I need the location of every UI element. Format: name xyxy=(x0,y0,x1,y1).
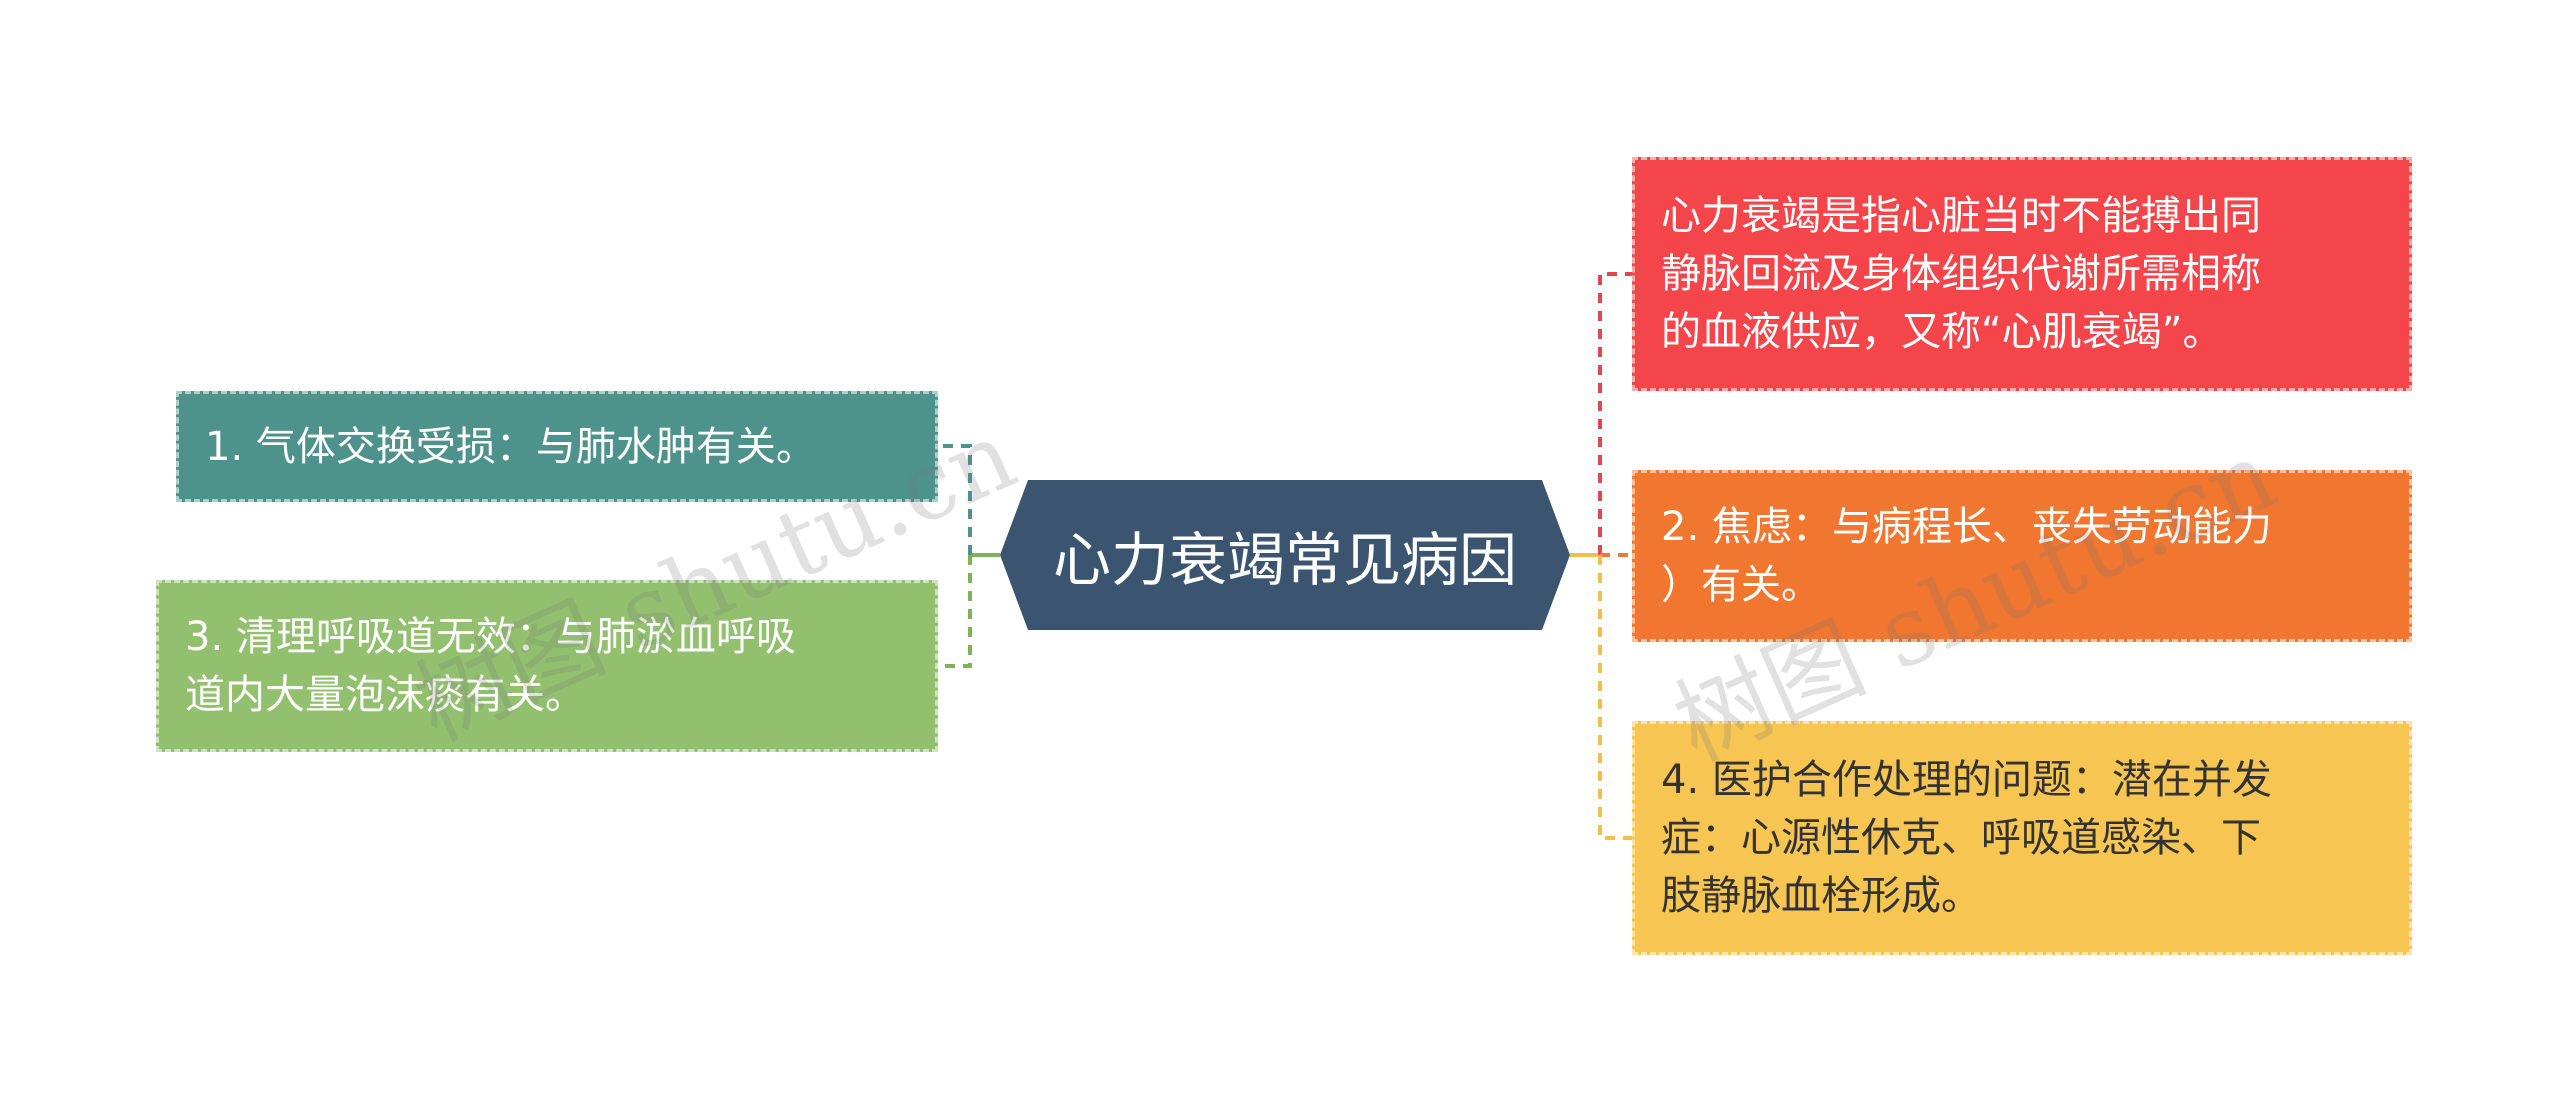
center-node-shape xyxy=(1000,480,1570,630)
topic-node-text: 心力衰竭是指心脏当时不能搏出同 静脉回流及身体组织代谢所需相称 的血液供应，又称… xyxy=(1661,193,2261,355)
center-node-label: 心力衰竭常见病因 xyxy=(1052,526,1517,594)
connector-left-n3 xyxy=(938,555,972,668)
topic-node-text: 1. 气体交换受损：与肺水肿有关。 xyxy=(205,423,816,470)
topic-node-collaborative-problems[interactable]: 4. 医护合作处理的问题：潜在并发 症：心源性休克、呼吸道感染、下 肢静脉血栓形… xyxy=(1632,721,2412,955)
connector-right-r4 xyxy=(1598,555,1632,840)
topic-node-airway-clearance[interactable]: 3. 清理呼吸道无效：与肺淤血呼吸 道内大量泡沫痰有关。 xyxy=(156,580,938,752)
center-node[interactable]: 心力衰竭常见病因 xyxy=(1000,480,1570,630)
topic-node-definition[interactable]: 心力衰竭是指心脏当时不能搏出同 静脉回流及身体组织代谢所需相称 的血液供应，又称… xyxy=(1632,157,2412,391)
topic-node-text: 3. 清理呼吸道无效：与肺淤血呼吸 道内大量泡沫痰有关。 xyxy=(185,614,796,718)
topic-node-text: 2. 焦虑：与病程长、丧失劳动能力 ）有关。 xyxy=(1661,504,2272,608)
connector-right-r1 xyxy=(1598,272,1632,555)
topic-node-gas-exchange[interactable]: 1. 气体交换受损：与肺水肿有关。 xyxy=(176,391,938,502)
center-hexagon xyxy=(1000,480,1570,630)
connector-left-n1 xyxy=(938,444,972,555)
topic-node-anxiety[interactable]: 2. 焦虑：与病程长、丧失劳动能力 ）有关。 xyxy=(1632,470,2412,642)
topic-node-text: 4. 医护合作处理的问题：潜在并发 症：心源性休克、呼吸道感染、下 肢静脉血栓形… xyxy=(1661,757,2272,919)
